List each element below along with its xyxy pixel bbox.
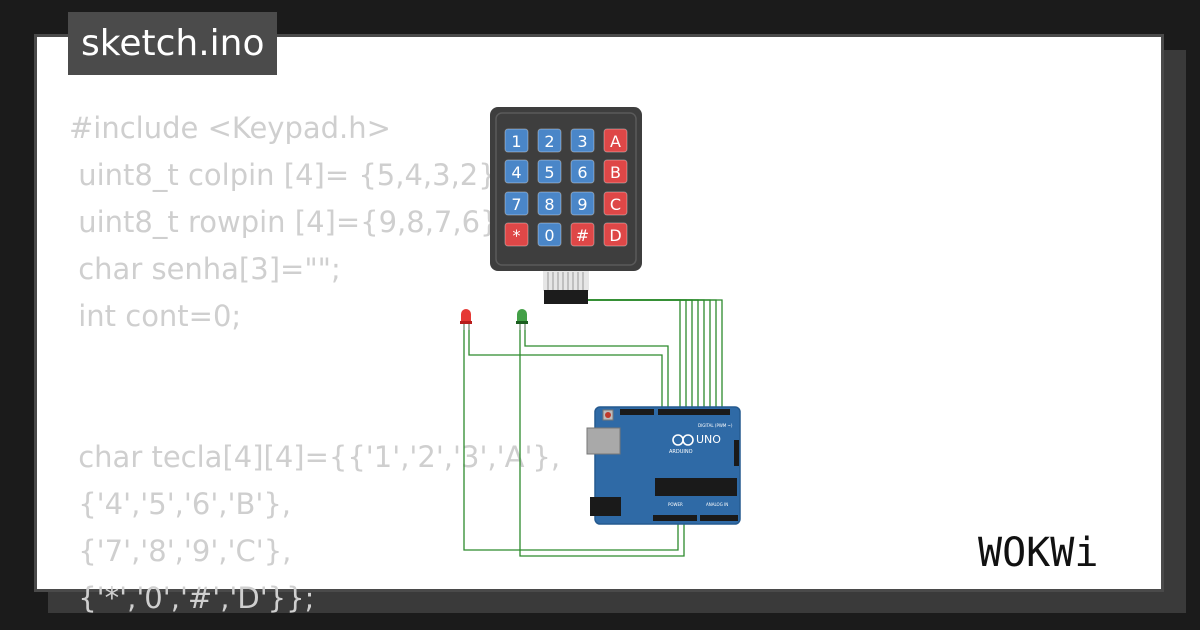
keypad-connector[interactable] (544, 290, 588, 304)
keypad-key-D[interactable]: D (603, 222, 628, 247)
keypad-key-9[interactable]: 9 (570, 191, 595, 216)
wire (588, 299, 687, 408)
keypad-key-B[interactable]: B (603, 159, 628, 184)
led-green[interactable] (516, 309, 528, 330)
code-line: char senha[3]=""; (69, 252, 341, 286)
wire (588, 299, 723, 408)
code-line: uint8_t rowpin [4]={9,8,7,6}; (69, 205, 509, 239)
wire (519, 324, 685, 557)
digital-label: DIGITAL (PWM ~) (698, 423, 733, 428)
wire (588, 299, 693, 408)
keypad-key-0[interactable]: 0 (537, 222, 562, 247)
keypad-key-label: 8 (544, 195, 554, 214)
code-line: {'7','8','9','C'}, (69, 534, 292, 568)
usb-port (586, 427, 621, 455)
analog-label: ANALOG IN (706, 502, 728, 507)
chip (655, 478, 737, 496)
wires (463, 299, 723, 557)
header-analog (700, 515, 738, 521)
keypad-key-label: 5 (544, 163, 554, 182)
code-line: #include <Keypad.h> (69, 111, 391, 145)
header-power (653, 515, 697, 521)
code-line: {'*','0','#','D'}}; (69, 581, 315, 615)
keypad-key-label: A (610, 132, 621, 151)
power-label: POWER (668, 502, 683, 507)
header-digital-1 (620, 409, 654, 415)
keypad-key-label: 0 (544, 226, 554, 245)
code-line: {'4','5','6','B'}, (69, 487, 292, 521)
keypad-key-4[interactable]: 4 (504, 159, 529, 184)
keypad-key-label: 1 (511, 132, 521, 151)
keypad-key-label: 6 (577, 163, 587, 182)
wire (588, 299, 717, 408)
keypad-key-label: D (609, 226, 621, 245)
keypad-key-7[interactable]: 7 (504, 191, 529, 216)
wire (524, 324, 669, 408)
keypad-key-label: 3 (577, 132, 587, 151)
keypad-key-5[interactable]: 5 (537, 159, 562, 184)
header-digital-2 (658, 409, 730, 415)
wire (588, 299, 699, 408)
keypad-key-label: 9 (577, 195, 587, 214)
keypad-key-label: # (576, 226, 589, 245)
board-model: UNO (696, 433, 721, 446)
keypad-key-label: * (513, 226, 521, 245)
wokwi-logo: WOKWi (978, 530, 1098, 576)
code-line: uint8_t colpin [4]= {5,4,3,2}; (69, 158, 507, 192)
keypad-key-8[interactable]: 8 (537, 191, 562, 216)
keypad-key-A[interactable]: A (603, 128, 628, 153)
board-brand: ARDUINO (669, 449, 693, 455)
keypad-key-#[interactable]: # (570, 222, 595, 247)
wokwi-logo-text: WOKWi (978, 530, 1098, 576)
keypad-key-label: 4 (511, 163, 521, 182)
keypad-key-2[interactable]: 2 (537, 128, 562, 153)
keypad-ribbon (543, 271, 589, 291)
reset-button[interactable] (605, 412, 611, 418)
keypad-key-C[interactable]: C (603, 191, 628, 216)
wire (463, 324, 679, 551)
keypad-frame (495, 112, 637, 266)
keypad-key-label: 7 (511, 195, 521, 214)
led-red[interactable] (460, 309, 472, 330)
keypad-key-label: C (610, 195, 621, 214)
power-jack (590, 497, 621, 516)
keypad[interactable]: 1 2 3 A 4 5 6 B 7 8 9 C * 0 # D (490, 107, 642, 304)
code-line: int cont=0; (69, 299, 242, 333)
keypad-key-label: B (610, 163, 621, 182)
wire (588, 299, 681, 408)
file-name-tab: sketch.ino (68, 12, 278, 75)
code-editor[interactable]: #include <Keypad.h> uint8_t colpin [4]= … (69, 105, 560, 622)
code-line: char tecla[4][4]={{'1','2','3','A'}, (69, 440, 561, 474)
keypad-key-3[interactable]: 3 (570, 128, 595, 153)
keypad-key-1[interactable]: 1 (504, 128, 529, 153)
keypad-key-label: 2 (544, 132, 554, 151)
arduino-logo-icon (672, 434, 694, 446)
keypad-key-6[interactable]: 6 (570, 159, 595, 184)
keypad-key-*[interactable]: * (504, 222, 529, 247)
arduino-uno[interactable]: UNO ARDUINO DIGITAL (PWM ~) POWER ANALOG… (586, 406, 741, 525)
wire (468, 324, 663, 408)
